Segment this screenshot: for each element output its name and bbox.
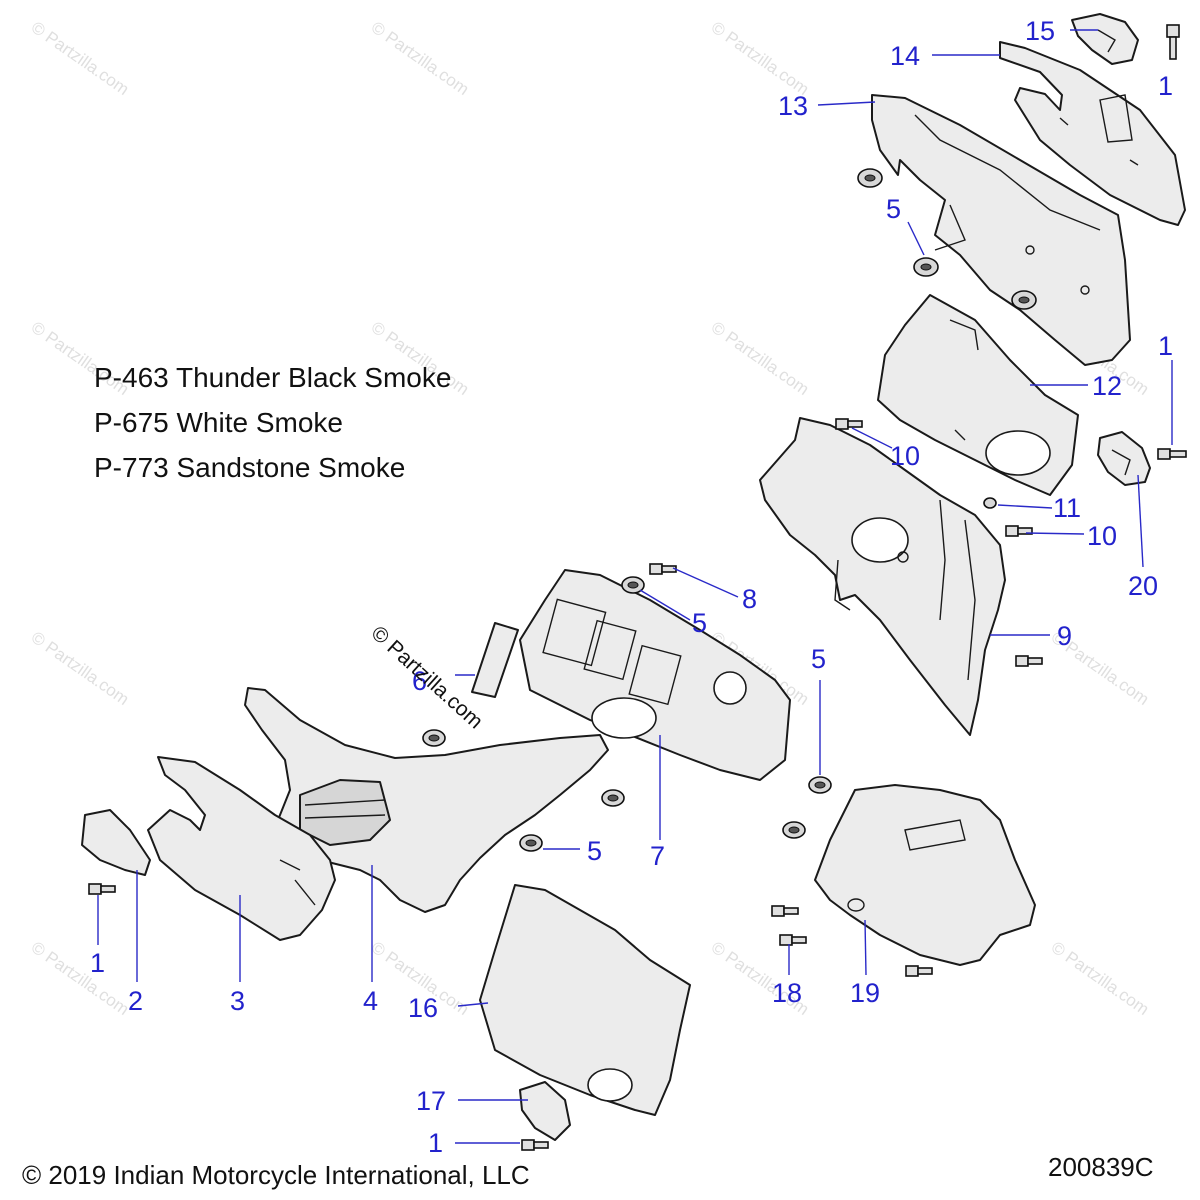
callout-5: 5	[811, 644, 826, 674]
bolt	[905, 965, 933, 977]
bolt	[1166, 24, 1180, 60]
bolt	[1005, 525, 1033, 537]
watermark-text: © Partzilla.com	[708, 18, 813, 99]
part-14-upper-cover	[999, 41, 1186, 226]
watermark-text: © Partzilla.com	[368, 18, 473, 99]
part-4-side-cover	[244, 687, 609, 913]
callout-20: 20	[1128, 571, 1158, 601]
part-16-lower-fairing	[479, 884, 691, 1116]
copyright-text: © 2019 Indian Motorcycle International, …	[22, 1160, 530, 1190]
grommet	[808, 776, 832, 794]
grommet	[601, 789, 625, 807]
grommet	[519, 834, 543, 852]
grommet	[983, 497, 997, 509]
bolt	[521, 1139, 549, 1151]
part-12-mid-panel	[877, 294, 1079, 496]
callout-8: 8	[742, 584, 757, 614]
bolt	[771, 905, 799, 917]
watermark-text: © Partzilla.com	[708, 318, 813, 399]
part-13-inner-panel	[871, 94, 1131, 366]
bolt	[649, 563, 677, 575]
callout-6: 6	[412, 666, 427, 696]
callout-10: 10	[1087, 521, 1117, 551]
callout-14: 14	[890, 41, 920, 71]
part-20-side-bracket	[1097, 431, 1151, 486]
bolts	[88, 24, 1187, 1151]
grommet	[857, 168, 883, 188]
callout-1: 1	[1158, 331, 1173, 361]
callout-5: 5	[692, 608, 707, 638]
callout-9: 9	[1057, 621, 1072, 651]
grommets	[422, 168, 1037, 852]
callouts: 1 15 14 13 5 1 12 10 11 10 20 8 5 9 5 6 …	[90, 16, 1173, 1158]
watermark-text: © Partzilla.com	[28, 18, 133, 99]
part-2-front-trim	[81, 809, 151, 876]
color-notes: P-463 Thunder Black Smoke P-675 White Sm…	[94, 362, 451, 483]
bolt	[1157, 448, 1187, 460]
color-note: P-675 White Smoke	[94, 407, 343, 438]
part-6-flat-plate	[471, 622, 519, 698]
callout-15: 15	[1025, 16, 1055, 46]
callout-5: 5	[886, 194, 901, 224]
watermark-text: © Partzilla.com	[28, 938, 133, 1019]
callout-1: 1	[1158, 71, 1173, 101]
bolt	[779, 934, 807, 946]
part-9-lower-panel	[759, 417, 1006, 736]
watermark-text: © Partzilla.com	[1048, 938, 1153, 1019]
figure-id: 200839C	[1048, 1152, 1154, 1182]
callout-5: 5	[587, 836, 602, 866]
grommet	[422, 729, 446, 747]
part-15-top-bracket	[1071, 13, 1139, 65]
part-17-lower-bracket	[519, 1081, 571, 1141]
part-7-center-frame	[519, 569, 791, 781]
callout-17: 17	[416, 1086, 446, 1116]
bolt	[835, 418, 863, 430]
callout-12: 12	[1092, 371, 1122, 401]
callout-1: 1	[90, 948, 105, 978]
callout-2: 2	[128, 986, 143, 1016]
leader-lines	[97, 29, 1173, 1144]
watermark-text: © Partzilla.com	[28, 628, 133, 709]
callout-1: 1	[428, 1128, 443, 1158]
callout-18: 18	[772, 978, 802, 1008]
callout-19: 19	[850, 978, 880, 1008]
color-note: P-463 Thunder Black Smoke	[94, 362, 451, 393]
callout-4: 4	[363, 986, 378, 1016]
grommet	[1011, 290, 1037, 310]
callout-3: 3	[230, 986, 245, 1016]
bolt	[1015, 655, 1043, 667]
color-note: P-773 Sandstone Smoke	[94, 452, 405, 483]
callout-11: 11	[1053, 493, 1081, 523]
callout-16: 16	[408, 993, 438, 1023]
part-19-rear-cover	[814, 784, 1036, 966]
callout-7: 7	[650, 841, 665, 871]
callout-13: 13	[778, 91, 808, 121]
center-watermark: © Partzilla.com	[367, 622, 488, 734]
grommet	[621, 576, 645, 594]
grommet	[913, 257, 939, 277]
callout-10: 10	[890, 441, 920, 471]
grommet	[782, 821, 806, 839]
bolt	[88, 883, 116, 895]
